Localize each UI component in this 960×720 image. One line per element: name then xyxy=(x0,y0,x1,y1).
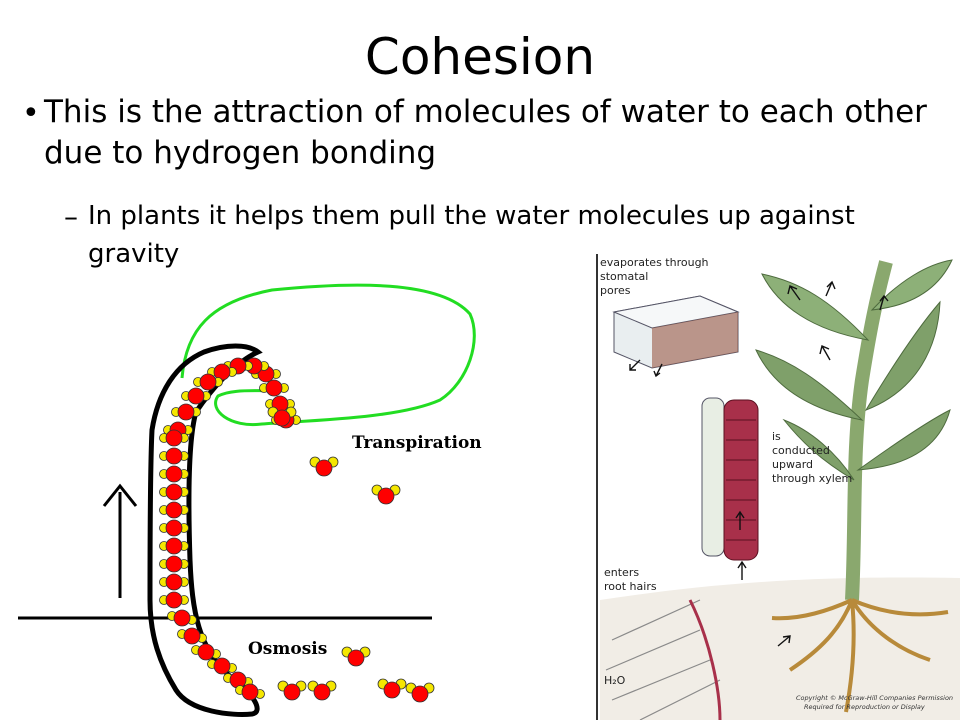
bullet-dot: • xyxy=(22,96,40,131)
flow-arrows xyxy=(629,280,889,647)
illustration-border-line xyxy=(596,254,598,720)
plant-illustration: evaporates through stomatal pores is con… xyxy=(596,254,960,720)
label-xylem-4: through xylem xyxy=(772,472,852,485)
cohesion-schematic: Transpiration Osmosis xyxy=(18,283,482,717)
leaf-4 xyxy=(870,259,953,311)
leaf-5 xyxy=(856,409,951,471)
transpiration-label: Transpiration xyxy=(352,433,482,453)
oxygen-atom xyxy=(313,683,331,701)
slide-title: Cohesion xyxy=(364,28,596,86)
main-bullet: • This is the attraction of molecules of… xyxy=(16,92,936,174)
oxygen-atom xyxy=(165,429,183,447)
copyright-line-1: Copyright © McGraw-Hill Companies Permis… xyxy=(796,694,953,702)
oxygen-atom xyxy=(165,465,183,483)
oxygen-atom xyxy=(165,483,183,501)
oxygen-atom xyxy=(377,487,395,505)
label-h2o: H₂O xyxy=(604,674,626,687)
sub-bullet: – In plants it helps them pull the water… xyxy=(58,198,938,273)
sub-bullet-dash: – xyxy=(64,200,78,233)
sub-bullet-text: In plants it helps them pull the water m… xyxy=(88,201,855,269)
oxygen-atom xyxy=(165,591,183,609)
oxygen-atom xyxy=(197,643,215,661)
leaf-1 xyxy=(755,349,864,421)
free-water-molecules xyxy=(267,406,435,703)
oxygen-atom xyxy=(347,649,365,667)
up-arrow-head xyxy=(102,483,138,507)
label-roots-2: root hairs xyxy=(604,580,657,593)
oxygen-atom xyxy=(241,683,259,701)
oxygen-atom xyxy=(165,501,183,519)
label-xylem-3: upward xyxy=(772,458,813,471)
xylem-vessels xyxy=(701,397,759,561)
oxygen-atom xyxy=(165,447,183,465)
oxygen-atom xyxy=(315,459,333,477)
oxygen-atom xyxy=(273,409,291,427)
osmosis-label: Osmosis xyxy=(248,639,327,659)
oxygen-atom xyxy=(165,555,183,573)
label-evaporates-3: pores xyxy=(600,284,631,297)
bullet-text: This is the attraction of molecules of w… xyxy=(44,94,927,172)
leaf-3 xyxy=(761,273,870,341)
copyright-line-2: Required for Reproduction or Display xyxy=(804,703,925,711)
label-evaporates-2: stomatal xyxy=(600,270,648,283)
oxygen-atom xyxy=(199,373,217,391)
oxygen-atom xyxy=(265,379,283,397)
label-xylem-1: is xyxy=(772,430,781,443)
oxygen-atom xyxy=(187,387,205,405)
oxygen-atom xyxy=(165,537,183,555)
leaf-6 xyxy=(782,418,855,481)
leaf-2 xyxy=(864,300,941,411)
label-xylem-2: conducted xyxy=(772,444,830,457)
oxygen-atom xyxy=(411,685,429,703)
oxygen-atom xyxy=(173,609,191,627)
oxygen-atom xyxy=(183,627,201,645)
leaf-cross-section xyxy=(612,295,740,369)
oxygen-atom xyxy=(383,681,401,699)
plant-roots xyxy=(771,598,949,713)
label-roots-1: enters xyxy=(604,566,639,579)
oxygen-atom xyxy=(165,519,183,537)
oxygen-atom xyxy=(177,403,195,421)
oxygen-atom xyxy=(283,683,301,701)
plant xyxy=(755,259,953,713)
plant-stem xyxy=(845,260,893,601)
root-cells xyxy=(605,599,722,720)
oxygen-atom xyxy=(165,573,183,591)
stem-tube xyxy=(147,343,263,717)
label-evaporates-1: evaporates through xyxy=(600,256,709,269)
soil xyxy=(600,577,960,720)
leaf-outline xyxy=(180,283,476,427)
oxygen-atom xyxy=(213,657,231,675)
